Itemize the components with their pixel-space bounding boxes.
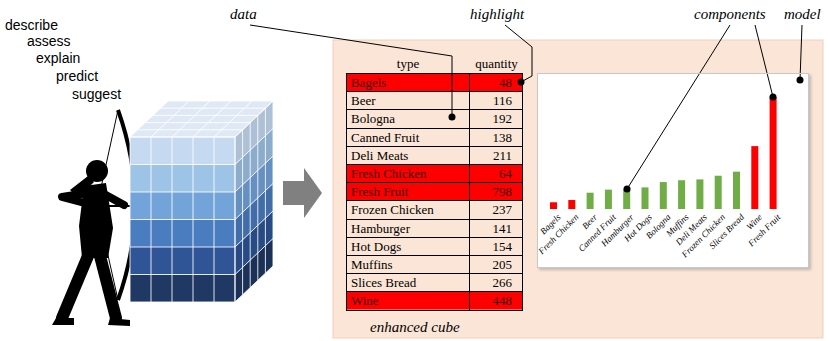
quantity-cell: 205 <box>469 255 523 274</box>
type-cell: Muffins <box>346 255 470 274</box>
type-cell: Hamburger <box>346 219 470 238</box>
column-header: type <box>346 56 470 72</box>
callout-label: components <box>694 5 766 23</box>
enhanced-cube-panel: enhanced cubeBagelsFresh ChickenBeerCann… <box>333 40 823 338</box>
callout-label: highlight <box>470 5 524 23</box>
quantity-cell: 138 <box>469 128 523 147</box>
type-cell: Bologna <box>346 109 470 128</box>
quantity-cell: 237 <box>469 200 523 219</box>
quantity-cell: 211 <box>469 146 523 165</box>
type-cell: Slices Bread <box>346 273 470 292</box>
type-cell: Frozen Chicken <box>346 200 470 219</box>
type-cell: Deli Meats <box>346 146 470 165</box>
type-cell: Hot Dogs <box>346 237 470 256</box>
type-cell: Wine <box>346 291 470 310</box>
type-cell: Canned Fruit <box>346 128 470 147</box>
task-verb: explain <box>36 50 80 67</box>
type-cell: Fresh Fruit <box>346 182 470 201</box>
transform-arrow <box>283 168 322 218</box>
quantity-cell: 192 <box>469 109 523 128</box>
task-verb: assess <box>27 33 71 50</box>
quantity-cell: 141 <box>469 219 523 238</box>
type-cell: Beer <box>346 91 470 110</box>
callout-label: data <box>230 5 257 23</box>
highlighted-rows <box>346 73 523 310</box>
type-cell: Bagels <box>346 73 470 92</box>
task-verb: describe <box>5 17 58 34</box>
quantity-cell: 448 <box>469 291 523 310</box>
quantity-cell: 798 <box>469 182 523 201</box>
chart-ground <box>537 73 809 268</box>
quantity-cell: 116 <box>469 91 523 110</box>
enhanced-cube-panel <box>333 40 823 338</box>
task-verb: suggest <box>72 86 121 103</box>
quantity-cell: 64 <box>469 164 523 183</box>
leader-dots <box>449 77 804 193</box>
data-cube <box>130 101 273 302</box>
leader-lines <box>250 25 802 189</box>
quantity-cell: 48 <box>469 73 523 92</box>
callout-label: model <box>784 5 821 23</box>
quantity-cell: 266 <box>469 273 523 292</box>
panel-caption: enhanced cube <box>370 318 460 336</box>
column-header: quantity <box>470 56 523 72</box>
task-verb: predict <box>56 68 98 85</box>
type-cell: Fresh Chicken <box>346 164 470 183</box>
quantity-cell: 154 <box>469 237 523 256</box>
bar-chart <box>550 97 777 209</box>
bar-chart-box: BagelsFresh ChickenBeerCanned FruitHambu… <box>537 73 809 268</box>
